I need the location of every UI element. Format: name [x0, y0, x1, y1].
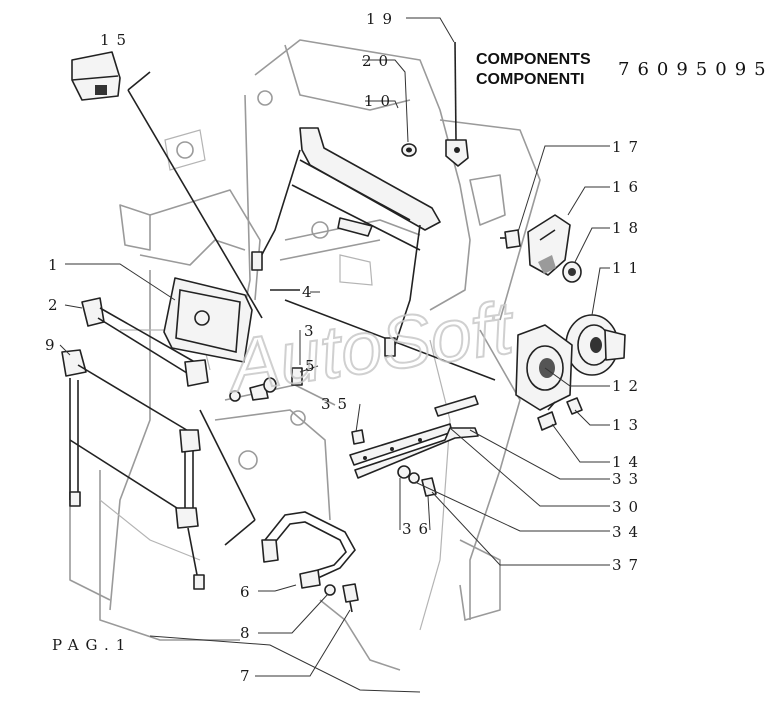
speaker-part-11	[565, 314, 626, 376]
bracket-part-16	[527, 214, 571, 276]
callout-1: 1	[48, 256, 65, 274]
callout-18: 18	[612, 219, 645, 237]
callout-5: 5	[305, 357, 322, 375]
drawing-code: 76095095	[618, 59, 774, 80]
callout-2: 2	[48, 296, 65, 314]
callout-9: 9	[45, 336, 62, 354]
screw-part-14	[537, 401, 557, 431]
callout-33: 33	[612, 470, 645, 488]
cab-frame-outline	[69, 39, 541, 671]
page-number: PAG.1	[52, 636, 132, 654]
callout-13: 13	[612, 416, 645, 434]
callout-3: 3	[304, 322, 321, 340]
rail-part-2	[81, 297, 209, 387]
callout-16: 16	[612, 178, 645, 196]
screw-part-35	[351, 429, 365, 445]
pin-part-5	[291, 367, 303, 386]
callout-12: 12	[612, 377, 645, 395]
fitting-part-17	[500, 229, 521, 249]
handle-part-6	[261, 511, 356, 589]
callout-6: 6	[240, 583, 257, 601]
callout-15: 15	[100, 31, 133, 49]
header-title-en: COMPONENTS	[476, 51, 591, 68]
clip-part-13	[566, 397, 583, 415]
callout-14: 14	[612, 453, 645, 471]
callout-17: 17	[612, 138, 645, 156]
callout-30: 30	[612, 498, 645, 516]
callout-20: 20	[362, 52, 395, 70]
callout-36: 36	[402, 520, 435, 538]
watermark-text: AutoSoft	[221, 285, 521, 408]
handrail-part-10	[251, 127, 441, 357]
callout-labels: 19 20 15 10 17 16 18 11 1 2 4 9 3 12 5 3…	[45, 10, 645, 685]
mirror-part-1	[163, 277, 253, 363]
fitting-part-3	[229, 377, 277, 402]
screw-part-7	[342, 583, 359, 613]
callout-7: 7	[240, 667, 257, 685]
callout-8: 8	[240, 624, 257, 642]
callout-19: 19	[366, 10, 399, 28]
nut-part-20	[401, 143, 417, 157]
nut-part-36	[397, 465, 411, 479]
callout-10: 10	[364, 92, 397, 110]
callout-4: 4	[302, 283, 319, 301]
washer-part-8	[324, 584, 336, 596]
switch-part-15	[71, 51, 121, 101]
speaker-housing-part-12	[515, 324, 573, 411]
nut-part-34	[408, 472, 420, 484]
bushing-part-18	[562, 261, 582, 283]
callout-35: 35	[321, 395, 354, 413]
leader-lines	[59, 17, 610, 677]
bushing-part-37	[421, 477, 437, 497]
callout-34: 34	[612, 523, 645, 541]
antenna-part-19	[445, 41, 469, 167]
callout-37: 37	[612, 556, 645, 574]
bracket-part-30	[354, 427, 479, 479]
header-title-it: COMPONENTI	[476, 71, 584, 88]
frame-part-9	[61, 349, 205, 590]
reference-lines	[127, 71, 496, 693]
callout-11: 11	[612, 259, 645, 277]
